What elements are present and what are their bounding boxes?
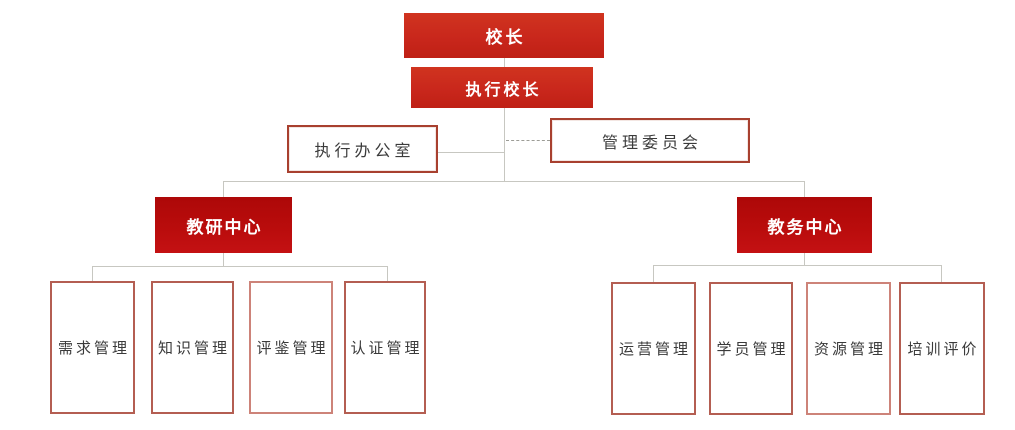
- connector-exec-trunk: [504, 108, 505, 181]
- connector-drop-teaching-research: [223, 182, 224, 197]
- node-knowledge-management: 知识管理: [151, 281, 234, 414]
- connector-drop-demand-mgmt: [92, 267, 93, 281]
- connector-branch-teaching-research-children: [92, 266, 388, 267]
- node-teaching-research-center: 教研中心: [155, 197, 292, 253]
- connector-drop-academic-affairs: [804, 182, 805, 197]
- connector-principal-to-exec: [504, 58, 505, 67]
- connector-drop-training-evaluation: [941, 266, 942, 282]
- node-principal: 校长: [404, 13, 604, 58]
- connector-branch-academic-affairs-children: [653, 265, 942, 266]
- node-management-committee: 管理委员会: [550, 118, 750, 163]
- connector-drop-certification-mgmt: [387, 267, 388, 281]
- node-demand-management: 需求管理: [50, 281, 135, 414]
- node-certification-management: 认证管理: [344, 281, 426, 414]
- connector-teaching-research-down: [223, 253, 224, 266]
- connector-academic-affairs-down: [804, 253, 805, 265]
- connector-dashed-committee: [506, 140, 550, 141]
- connector-exec-office: [438, 152, 505, 153]
- connector-drop-operations-mgmt: [653, 266, 654, 282]
- node-training-evaluation: 培训评价: [899, 282, 985, 415]
- node-executive-principal: 执行校长: [411, 67, 593, 108]
- node-operations-management: 运营管理: [611, 282, 696, 415]
- node-evaluation-management: 评鉴管理: [249, 281, 333, 414]
- node-executive-office: 执行办公室: [287, 125, 438, 173]
- node-student-management: 学员管理: [709, 282, 793, 415]
- connector-branch-centers: [223, 181, 805, 182]
- node-resource-management: 资源管理: [806, 282, 891, 415]
- node-academic-affairs-center: 教务中心: [737, 197, 872, 253]
